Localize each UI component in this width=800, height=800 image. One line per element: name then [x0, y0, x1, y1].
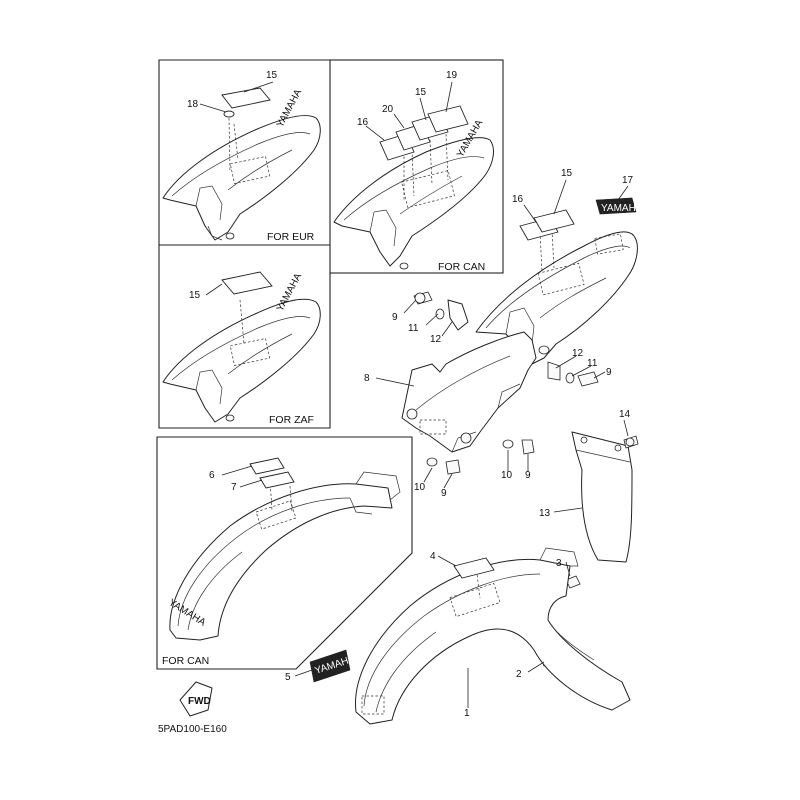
decal-15-main — [533, 209, 575, 233]
inset-frames — [156, 59, 504, 670]
callout-2: 2 — [516, 669, 522, 680]
callout-5: 5 — [285, 672, 291, 683]
inset-eur-frame — [158, 59, 330, 246]
part-14-bolt — [623, 435, 639, 449]
callout-8: 8 — [364, 373, 370, 384]
inset-can-front-frame — [156, 436, 413, 670]
decal-4 — [453, 557, 495, 579]
inset-captions: FOR EUR FOR CAN FOR ZAF FOR CAN — [162, 231, 485, 667]
callout-15-eur: 15 — [266, 70, 278, 81]
inset-zaf-rear-fender: YAMAHA — [162, 271, 321, 423]
decal-17-main — [595, 197, 637, 215]
callout-7: 7 — [231, 482, 237, 493]
washer-10-left — [426, 457, 438, 467]
main-rear-fender: YAMAHA — [475, 197, 643, 365]
inset-can-front-fender: YAMAHA — [166, 457, 401, 641]
inset-zaf-frame — [158, 245, 331, 429]
bolt-9-right — [577, 371, 599, 387]
callout-20: 20 — [382, 104, 394, 115]
part-8-inner-fender — [401, 299, 537, 453]
callout-4: 4 — [430, 551, 436, 562]
decal-17-text: YAMAHA — [601, 203, 643, 214]
callout-9-right: 9 — [606, 367, 612, 378]
callout-9-lower-left: 9 — [441, 488, 447, 499]
callout-numbers: 15 18 19 15 20 16 15 6 7 15 16 17 9 11 1… — [187, 70, 634, 719]
callout-10-left: 10 — [414, 482, 426, 493]
fwd-arrow-text: FWD — [188, 696, 211, 707]
nut-3 — [565, 575, 581, 589]
callout-10-right: 10 — [501, 470, 513, 481]
callout-9-upper-left: 9 — [392, 312, 398, 323]
caption-for-zaf: FOR ZAF — [269, 414, 314, 426]
callout-14: 14 — [619, 409, 631, 420]
inset-eur-rear-fender: YAMAHA — [162, 87, 321, 241]
fwd-arrow: FWD — [179, 681, 213, 717]
decal-6-can — [249, 457, 285, 475]
washer-10-right — [502, 439, 514, 449]
emblem-5: YAMAHA — [309, 649, 357, 683]
bolt-9-lower-right — [521, 439, 535, 455]
bolt-9-lower-left — [445, 459, 461, 475]
callout-6: 6 — [209, 470, 215, 481]
callout-18: 18 — [187, 99, 199, 110]
grommet-18 — [223, 110, 235, 118]
washer-11-upper-left — [435, 308, 445, 320]
callout-11-left: 11 — [408, 323, 419, 334]
part-1-front-fender — [354, 547, 631, 725]
callout-15-zaf: 15 — [189, 290, 201, 301]
washer-11-right — [565, 372, 575, 384]
callout-15-can: 15 — [415, 87, 427, 98]
callout-16-can: 16 — [357, 117, 369, 128]
caption-for-eur: FOR EUR — [267, 231, 315, 243]
clip-12-right — [547, 361, 561, 381]
decal-15-zaf — [221, 271, 273, 295]
caption-for-can-rear: FOR CAN — [438, 261, 485, 273]
decal-19-can — [427, 105, 469, 133]
callout-11-right: 11 — [587, 358, 598, 369]
part-12-clip-left — [447, 299, 469, 331]
inset-can-rear-fender: YAMAHA — [333, 105, 494, 270]
callout-9-lower-right: 9 — [525, 470, 531, 481]
decal-15-eur — [221, 87, 271, 109]
diagram-code: 5PAD100-E160 — [158, 724, 227, 735]
callout-19: 19 — [446, 70, 458, 81]
callout-13: 13 — [539, 508, 551, 519]
caption-for-can-front: FOR CAN — [162, 655, 209, 667]
callout-12-right: 12 — [572, 348, 584, 359]
inset-can-rear-frame — [329, 59, 504, 274]
callout-15-main: 15 — [561, 168, 573, 179]
callout-12-left: 12 — [430, 334, 442, 345]
decal-7-can — [259, 471, 295, 489]
callout-17: 17 — [622, 175, 634, 186]
callout-1: 1 — [464, 708, 470, 719]
leader-lines — [199, 81, 629, 708]
callout-16-main: 16 — [512, 194, 524, 205]
part-13-mudflap — [571, 431, 633, 563]
callout-3: 3 — [556, 558, 562, 569]
